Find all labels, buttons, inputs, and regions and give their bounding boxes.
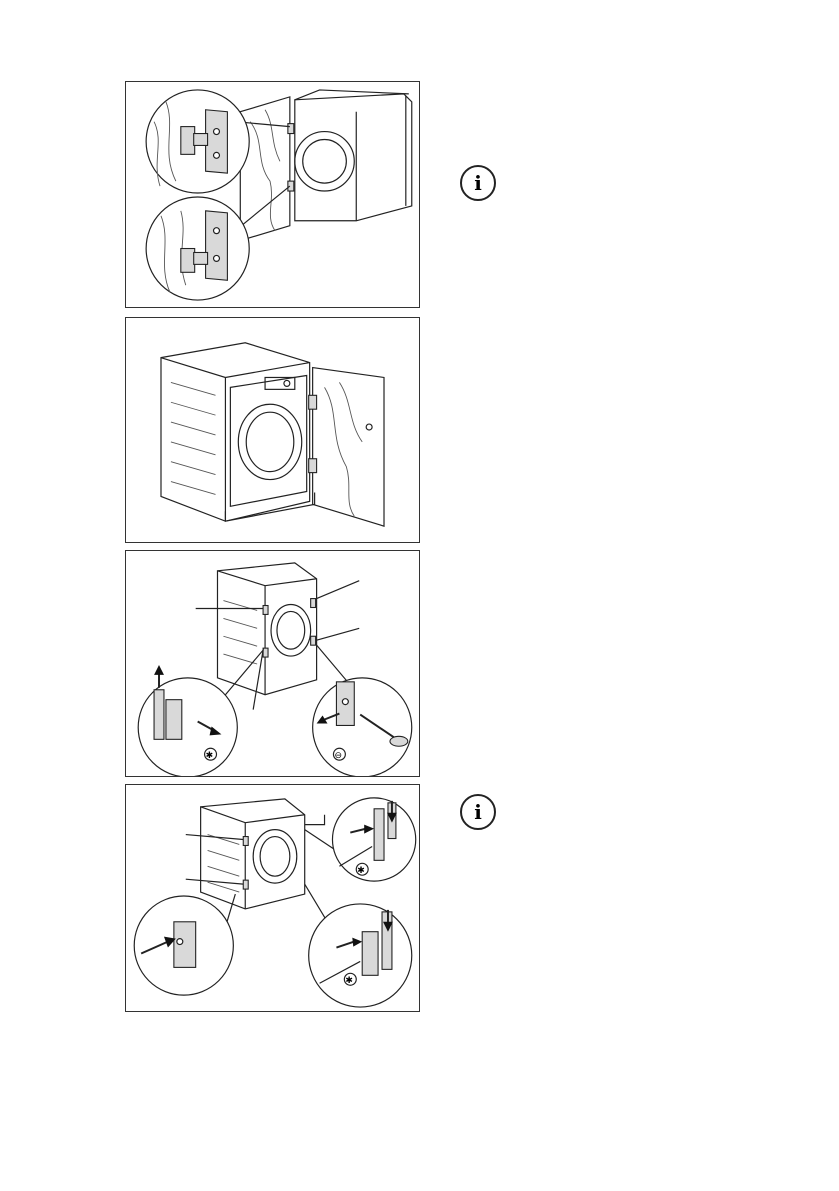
figure-appliance-open-door xyxy=(125,317,420,543)
info-icon-glyph: i xyxy=(474,171,482,195)
info-icon: i xyxy=(459,793,497,831)
phillips-symbol: ✱ xyxy=(206,750,213,760)
remove-brackets-illustration: ✱ ⊖ xyxy=(126,551,419,776)
appliance-open-door-illustration xyxy=(126,318,419,542)
flat-screw-symbol: ⊖ xyxy=(334,750,341,760)
info-icon-glyph: i xyxy=(474,800,482,824)
install-brackets-illustration: ✱ ✱ xyxy=(126,785,419,1011)
figure-door-hinges xyxy=(125,81,420,308)
phillips-symbol-top: ✱ xyxy=(357,865,364,875)
door-hinges-illustration xyxy=(126,82,419,307)
phillips-symbol-bottom: ✱ xyxy=(345,975,352,985)
figure-install-brackets: ✱ ✱ xyxy=(125,784,420,1012)
info-icon: i xyxy=(459,164,497,202)
figure-remove-brackets: ✱ ⊖ xyxy=(125,550,420,777)
